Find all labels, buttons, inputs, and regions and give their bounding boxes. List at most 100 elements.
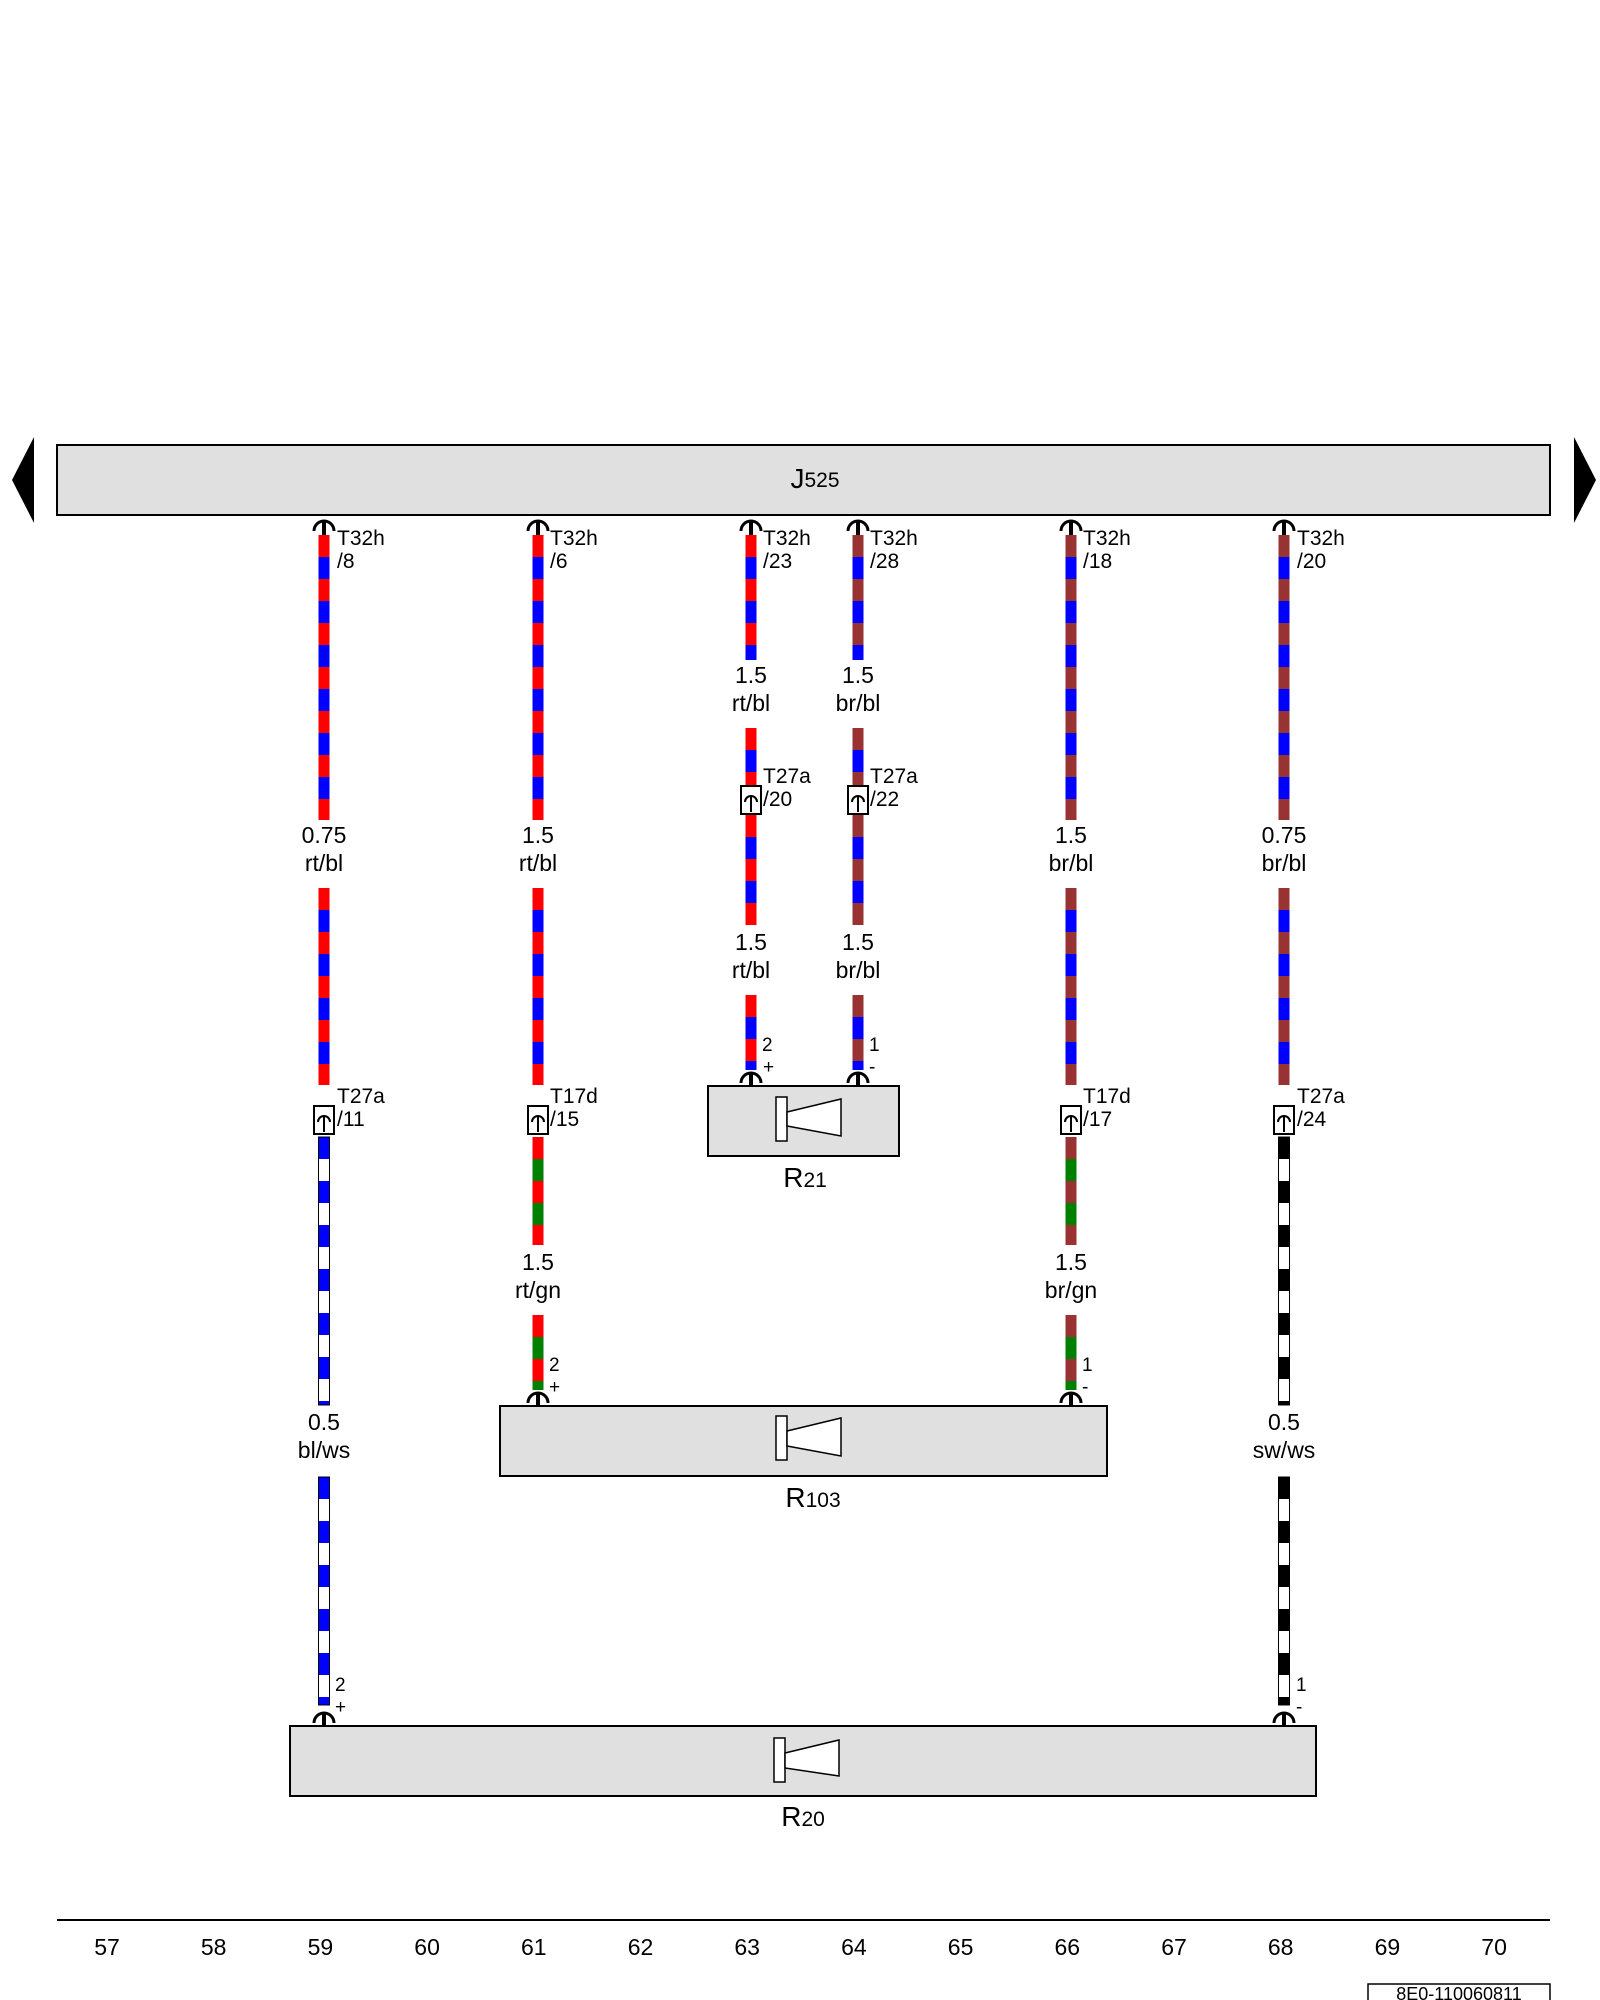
speaker-icon [775, 1096, 842, 1142]
wire-stripe [318, 1042, 330, 1064]
wire-stripe [1065, 954, 1077, 976]
pin-terminals [312, 519, 1296, 1727]
pin-polarity: + [549, 1377, 560, 1398]
wire-stripe [1278, 1675, 1290, 1697]
wire-stripe [1065, 777, 1077, 799]
wire-stripe [1278, 1247, 1290, 1269]
ruler-number: 61 [521, 1934, 547, 1960]
pin-terminal [739, 1071, 763, 1087]
connector-label: T32h/18 [1083, 527, 1131, 573]
wire-stripe [318, 689, 330, 711]
pin-number: 1 [1082, 1355, 1093, 1376]
wire-stripe [1278, 998, 1290, 1020]
speaker-icon [775, 1415, 842, 1461]
wire-base [1278, 535, 1290, 820]
wire-w66a [1065, 535, 1077, 820]
pin-terminal [1059, 1391, 1083, 1407]
wire-stripe [1278, 689, 1290, 711]
triangle-left-icon[interactable] [12, 437, 34, 523]
pin-polarity: + [763, 1057, 774, 1078]
wire-w66b [1065, 1315, 1077, 1390]
pin-polarity: - [869, 1057, 875, 1078]
wire-stripe [852, 601, 864, 623]
ruler-number: 68 [1268, 1934, 1294, 1960]
wire-base [318, 535, 330, 820]
reference-box [1367, 1983, 1551, 2000]
wire-stripe [1065, 1337, 1077, 1359]
wire-stripe [745, 750, 757, 772]
inline-connector [847, 785, 869, 815]
wire-stripe [852, 645, 864, 660]
wire-stripe [1065, 689, 1077, 711]
pin-terminal [526, 1391, 550, 1407]
wire-stripe [318, 1631, 330, 1653]
wire-stripe [318, 645, 330, 667]
wire-base [745, 535, 757, 660]
pin-terminal [1272, 519, 1296, 535]
wire-base [852, 815, 864, 925]
wire-base [1065, 535, 1077, 820]
ruler-number: 57 [94, 1934, 120, 1960]
wire-stripe [318, 1587, 330, 1609]
wire-stripe [532, 1203, 544, 1225]
triangle-right-icon[interactable] [1574, 437, 1596, 523]
speaker-icon [773, 1737, 840, 1783]
wire-stripe [745, 1061, 757, 1070]
ruler-number: 69 [1375, 1934, 1401, 1960]
wire-base [532, 535, 544, 820]
inline-connector [527, 1105, 549, 1135]
connector-label: T32h/20 [1297, 527, 1345, 573]
wire-stripe [852, 1061, 864, 1070]
wire-w59b [318, 1476, 330, 1706]
wire-base [532, 888, 544, 1085]
wire-stripe [1278, 1587, 1290, 1609]
wire-stripe [1278, 1379, 1290, 1401]
wire-segments [318, 535, 1290, 1706]
wire-stripe [1278, 1631, 1290, 1653]
connector-label: T32h/8 [337, 527, 385, 573]
wire-stripe [318, 1543, 330, 1565]
wire-stripe [532, 1337, 544, 1359]
wire-w64b [852, 995, 864, 1070]
pin-terminal [1272, 1711, 1296, 1727]
wire-stripe [1065, 1203, 1077, 1225]
pin-terminal [846, 1071, 870, 1087]
wire-stripe [532, 689, 544, 711]
wire-stripe [852, 557, 864, 579]
ruler-number: 60 [414, 1934, 440, 1960]
wire-stripe [318, 954, 330, 976]
wire-stripe [1278, 1499, 1290, 1521]
pin-number: 2 [335, 1675, 346, 1696]
wire-w61a [532, 535, 544, 820]
pin-number: 2 [549, 1355, 560, 1376]
connector-label: T32h/23 [763, 527, 811, 573]
wire-w66a [1065, 888, 1077, 1085]
wire-outline [318, 1476, 330, 1706]
ruler-number: 65 [948, 1934, 974, 1960]
connector-label: T27a/22 [870, 765, 918, 811]
connector-label: T27a/24 [1297, 1085, 1345, 1131]
wire-stripe [1278, 1042, 1290, 1064]
ruler-number: 58 [201, 1934, 227, 1960]
wire-stripe [318, 733, 330, 755]
wire-w59a [318, 888, 330, 1085]
wire-stripe [1278, 1159, 1290, 1181]
wire-outline [1278, 1136, 1290, 1406]
pin-polarity: - [1082, 1377, 1088, 1398]
wire-stripe [1065, 1042, 1077, 1064]
pin-terminal [739, 519, 763, 535]
speaker-r21-box [707, 1085, 900, 1157]
wire-base [318, 1137, 330, 1405]
speaker-r21-label: R21 [783, 1162, 827, 1193]
wire-stripe [1278, 954, 1290, 976]
inline-connector [313, 1105, 335, 1135]
wire-stripe [1065, 1381, 1077, 1390]
wire-base [852, 535, 864, 660]
inline-connector [1060, 1105, 1082, 1135]
ruler-number: 62 [628, 1934, 654, 1960]
